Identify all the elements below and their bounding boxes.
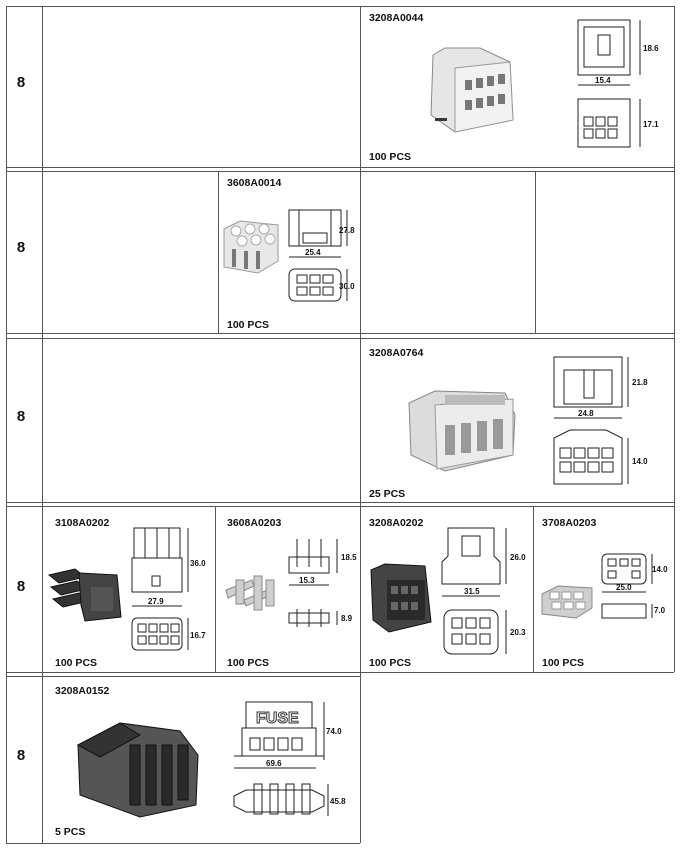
product-code: 3608A0203 (227, 517, 282, 529)
product-quantity: 100 PCS (227, 319, 270, 331)
dimension-label: 25.0 (616, 583, 632, 592)
dimension-label: 14.0 (652, 565, 668, 574)
connector-photo (408, 390, 516, 472)
row-number: 8 (16, 74, 26, 91)
dimension-drawing: 21.8 24.8 14.0 (553, 356, 648, 485)
col-divider (535, 171, 536, 333)
dimension-label: 18.6 (643, 44, 659, 53)
product-code: 3208A0764 (369, 347, 424, 359)
dimension-label: 30.0 (339, 282, 355, 291)
product-quantity: 25 PCS (369, 488, 406, 500)
dimension-drawing: 36.0 27.9 16.7 (131, 527, 206, 651)
row-divider (6, 676, 360, 677)
product-quantity: 100 PCS (369, 151, 412, 163)
row-divider (6, 171, 674, 172)
dimension-drawing: 27.8 25.4 30.0 (288, 209, 355, 302)
product-code: 3608A0014 (227, 177, 282, 189)
dimension-label: 27.9 (148, 597, 164, 606)
product-code: 3208A0152 (55, 685, 110, 697)
dimension-label: 15.4 (595, 76, 611, 85)
dimension-label: 7.0 (654, 606, 666, 615)
dimension-label: 15.3 (299, 576, 315, 585)
product-code: 3108A0202 (55, 517, 110, 529)
connector-photo (430, 47, 514, 133)
dimension-label: 26.0 (510, 553, 526, 562)
connector-photo (223, 220, 279, 274)
dimension-drawing: 14.0 25.0 7.0 (601, 553, 668, 619)
col-divider (360, 6, 361, 843)
dimension-label: 45.8 (330, 797, 346, 806)
dimension-label: 69.6 (266, 759, 282, 768)
dimension-label: 8.9 (341, 614, 353, 623)
col-divider (674, 6, 675, 672)
product-quantity: 100 PCS (542, 657, 585, 669)
fuse-label: FUSE (256, 710, 299, 727)
dimension-label: 16.7 (190, 631, 206, 640)
connector-photo (225, 575, 275, 611)
product-quantity: 100 PCS (55, 657, 98, 669)
row-divider (6, 502, 674, 503)
connector-photo (76, 722, 199, 818)
product-code: 3208A0044 (369, 12, 424, 24)
dimension-drawing: FUSE 74.0 69.6 45.8 (233, 701, 346, 816)
dimension-drawing: 18.6 15.4 17.1 (577, 19, 659, 148)
dimension-label: 21.8 (632, 378, 648, 387)
row-divider (6, 338, 674, 339)
product-code: 3708A0203 (542, 517, 597, 529)
row-number: 8 (16, 408, 26, 425)
dimension-label: 20.3 (510, 628, 526, 637)
product-code: 3208A0202 (369, 517, 424, 529)
connector-photo (47, 568, 122, 622)
col-divider (218, 171, 219, 333)
row-number: 8 (16, 239, 26, 256)
row-divider (6, 843, 360, 844)
dimension-label: 18.5 (341, 553, 357, 562)
dimension-label: 36.0 (190, 559, 206, 568)
row-divider (6, 333, 674, 334)
product-quantity: 5 PCS (55, 826, 86, 838)
dimension-label: 14.0 (632, 457, 648, 466)
col-divider (215, 506, 216, 672)
dimension-label: 74.0 (326, 727, 342, 736)
row-number: 8 (16, 747, 26, 764)
connector-photo (541, 585, 593, 619)
col-divider (42, 6, 43, 843)
dimension-label: 24.8 (578, 409, 594, 418)
product-quantity: 100 PCS (369, 657, 412, 669)
dimension-label: 27.8 (339, 226, 355, 235)
col-divider (533, 506, 534, 672)
row-divider (6, 6, 674, 7)
dimension-label: 17.1 (643, 120, 659, 129)
row-divider (6, 506, 674, 507)
dimension-drawing: 26.0 31.5 20.3 (441, 527, 526, 655)
dimension-label: 31.5 (464, 587, 480, 596)
dimension-drawing: 18.5 15.3 8.9 (288, 539, 357, 627)
row-divider (6, 167, 674, 168)
col-divider (6, 6, 7, 843)
dimension-label: 25.4 (305, 248, 321, 257)
product-quantity: 100 PCS (227, 657, 270, 669)
connector-photo (370, 563, 432, 633)
row-divider (6, 672, 674, 673)
row-number: 8 (16, 578, 26, 595)
